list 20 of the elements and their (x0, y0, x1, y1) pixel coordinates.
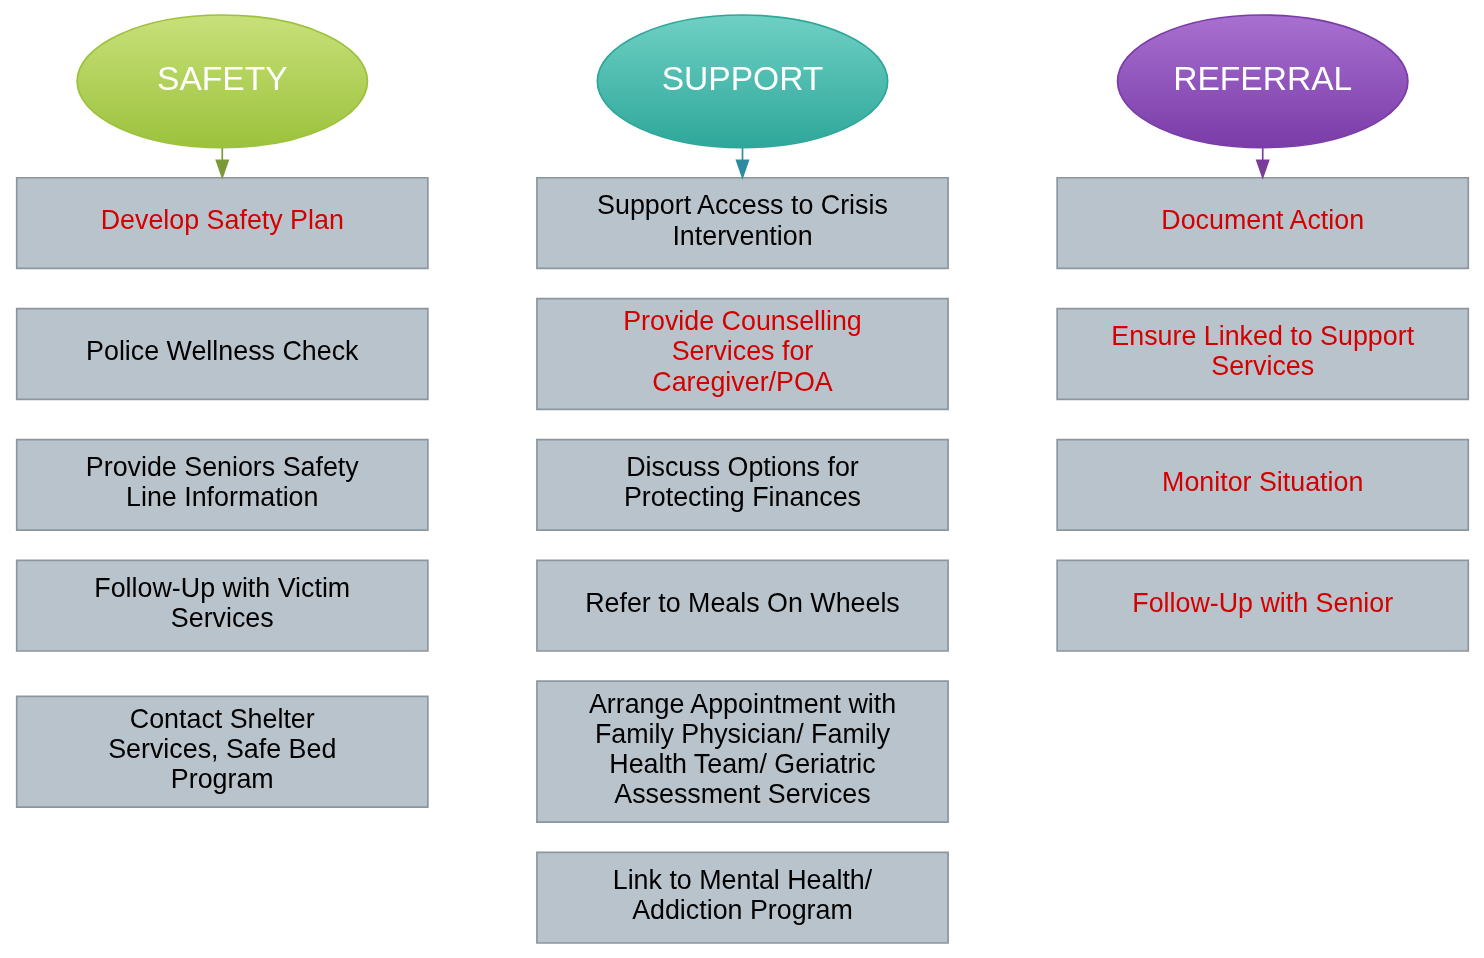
arrow (1255, 147, 1270, 180)
node-box: Discuss Options for Protecting Finances (535, 438, 949, 531)
node-box: Follow-Up with Victim Services (15, 559, 429, 652)
node-box: Link to Mental Health/ Addiction Program (535, 851, 949, 944)
node-box: Police Wellness Check (15, 307, 429, 401)
node-ellipse: SUPPORT (596, 14, 888, 149)
node-box: Ensure Linked to Support Services (1055, 307, 1469, 401)
node-box: Support Access to Crisis Intervention (535, 176, 949, 270)
node-box: Develop Safety Plan (15, 176, 429, 270)
node-box: Provide Seniors Safety Line Information (15, 438, 429, 531)
node-box: Monitor Situation (1055, 438, 1469, 531)
arrow (214, 147, 229, 180)
node-box: Contact Shelter Services, Safe Bed Program (15, 695, 429, 808)
node-box: Provide Counselling Services for Caregiver/POA (535, 297, 949, 411)
node-box: Follow-Up with Senior (1055, 559, 1469, 652)
node-ellipse: SAFETY (75, 14, 368, 149)
node-box: Document Action (1055, 176, 1469, 270)
node-ellipse: REFERRAL (1116, 14, 1409, 149)
node-box: Arrange Appointment with Family Physician/ Family Health Team/ Geriatric Assessment Services (535, 680, 949, 823)
node-box: Refer to Meals On Wheels (535, 559, 949, 652)
